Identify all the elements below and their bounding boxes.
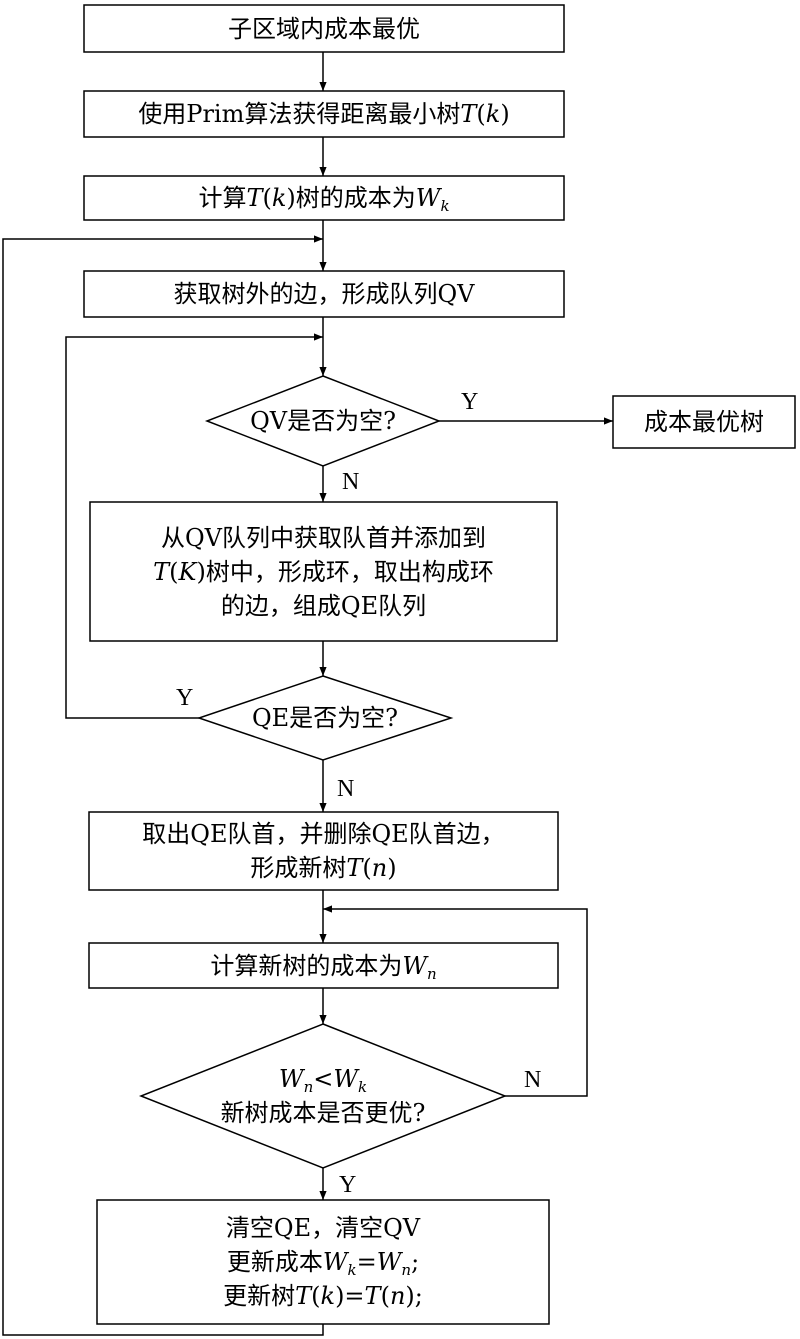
form-ring-box (89, 501, 558, 642)
qv-empty-label: QV是否为空? (250, 407, 396, 435)
new-tree-label: 取出QE队首，并删除QE队首边， 形成新树T(n) (142, 820, 505, 882)
start-label: 子区域内成本最优 (228, 14, 420, 43)
loop-qe-yes-to-qv-decision (65, 333, 323, 719)
update-box (96, 1199, 550, 1325)
cost-k-label: 计算T(k)树的成本为Wk (198, 184, 450, 215)
loop-update-to-get-edges (2, 235, 324, 1336)
compare-yes-label: Y (339, 1172, 357, 1198)
loop-compare-no-to-cost-n (323, 905, 588, 1097)
compare-no-label: N (524, 1067, 542, 1093)
prim-label: 使用Prim算法获得距离最小树T(k) (138, 100, 510, 128)
compare-label: Wn<Wk 新树成本是否更优? (220, 1065, 426, 1127)
best-tree-box (612, 395, 796, 449)
update-label: 清空QE，清空QV 更新成本Wk=Wn; 更新树T(k)=T(n); (223, 1214, 423, 1310)
cost-n-label: 计算新树的成本为Wn (210, 951, 437, 983)
get-edges-box (83, 270, 565, 318)
qe-no-label: N (337, 776, 355, 802)
qe-yes-label: Y (176, 685, 194, 711)
start-box (83, 4, 565, 53)
best-tree-label: 成本最优树 (644, 408, 764, 436)
qv-yes-label: Y (461, 389, 479, 415)
qe-empty-label: QE是否为空? (251, 704, 399, 732)
get-edges-label: 获取树外的边，形成队列QV (173, 280, 475, 308)
new-tree-box (88, 811, 559, 891)
prim-box (83, 90, 565, 138)
form-ring-label: 从QV队列中获取队首并添加到 T(K)树中，形成环，取出构成环 的边，组成QE队… (153, 523, 494, 620)
qv-no-label: N (342, 469, 360, 495)
cost-k-box (83, 175, 565, 221)
